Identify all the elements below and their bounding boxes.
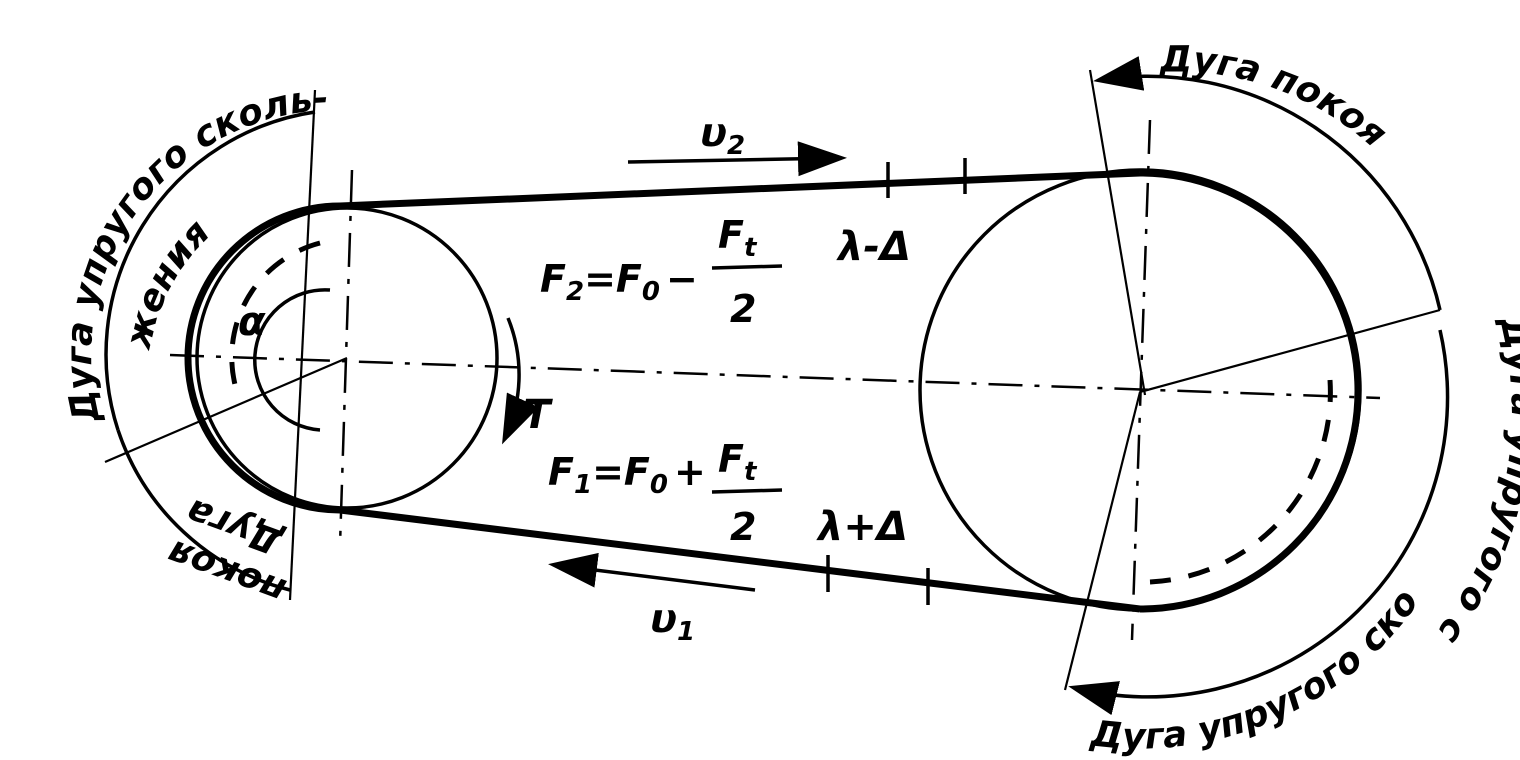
svg-text:F1=F0+: F1=F0+ xyxy=(548,450,706,500)
center-line xyxy=(169,353,1381,400)
f2-formula: F2=F0− Ft 2 xyxy=(540,213,783,331)
small-pulley-tangent-line xyxy=(288,89,317,601)
svg-text:2: 2 xyxy=(730,287,756,331)
big-pulley-belt-wrap xyxy=(1139,169,1362,613)
big-rest-arc-line xyxy=(1093,56,1442,311)
v2-label: υ2 xyxy=(700,110,745,161)
small-elastic-arc-line xyxy=(104,110,316,431)
alpha-label: α xyxy=(238,299,266,345)
svg-text:Ft: Ft xyxy=(718,437,758,487)
torque-label: T xyxy=(523,392,553,438)
small-rest-arc-label: покоя Дуга xyxy=(163,490,292,611)
svg-text:Ft: Ft xyxy=(718,213,758,263)
small-pulley-dashed-arc xyxy=(229,240,321,396)
small-rest-arc-line xyxy=(116,429,291,592)
big-pulley-dashed-arc xyxy=(1149,379,1333,585)
upper-belt xyxy=(339,169,1141,210)
v1-arrow xyxy=(548,552,756,592)
torque-arc xyxy=(502,317,539,445)
big-rest-arc-label: Дуга покоя xyxy=(1159,39,1395,155)
big-pulley-radius xyxy=(1139,308,1441,394)
lambda-minus-label: λ-Δ xyxy=(836,224,911,270)
v1-label: υ1 xyxy=(650,596,695,647)
small-pulley-belt-wrap xyxy=(184,202,341,514)
f1-formula: F1=F0+ Ft 2 xyxy=(548,437,783,549)
big-pulley-lower-line xyxy=(1063,391,1142,691)
alpha-arc xyxy=(253,288,331,432)
big-elastic-arc-line xyxy=(1068,329,1450,716)
svg-text:F2=F0−: F2=F0− xyxy=(540,257,698,307)
big-pulley-vertical-axis xyxy=(1130,119,1152,641)
lower-belt xyxy=(339,506,1141,613)
v2-arrow xyxy=(627,141,847,177)
small-pulley-radius xyxy=(104,356,348,464)
lambda-plus-label: λ+Δ xyxy=(816,504,908,550)
big-pulley-tangent-line xyxy=(1088,69,1147,396)
svg-text:2: 2 xyxy=(730,505,756,549)
